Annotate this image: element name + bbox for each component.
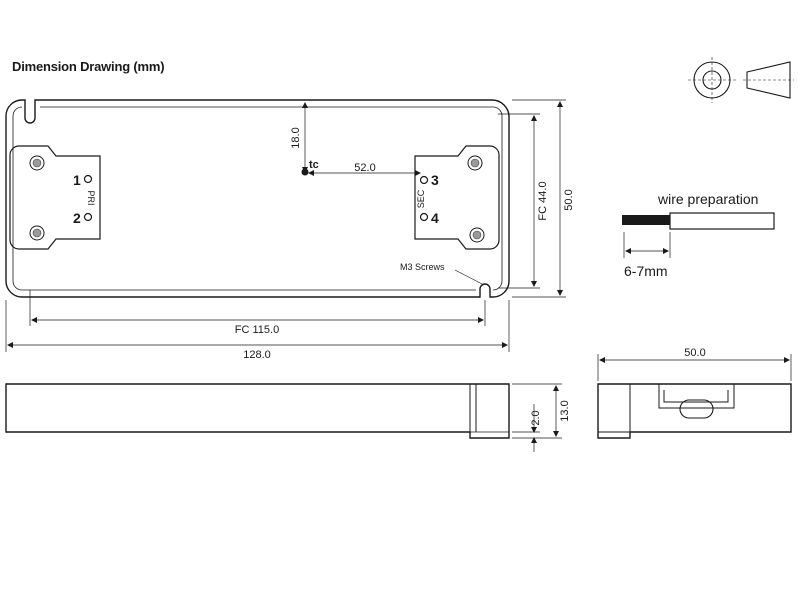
- secondary-label: SEC: [416, 189, 426, 208]
- cable-entry-icon: [679, 399, 714, 419]
- pin-2-label: 2: [73, 210, 81, 226]
- side-view-outline: [5, 383, 510, 439]
- stripped-wire-icon: [622, 215, 670, 225]
- tc-offset-y-value: 18.0: [290, 127, 302, 148]
- housing-inner-edge: [12, 106, 503, 291]
- screw-icon: [469, 227, 485, 243]
- total-width-value: 50.0: [563, 189, 575, 210]
- screw-icon: [467, 155, 483, 171]
- foot-value: 2.0: [530, 410, 542, 425]
- tc-label: tc: [309, 159, 319, 171]
- top-view: 1 2 PRI 3 4 SEC tc 18.0 52.0 M3 Screws: [5, 99, 575, 361]
- side-view: 13.0 2.0: [5, 383, 571, 452]
- screw-icon: [29, 225, 45, 241]
- fixing-length-value: FC 115.0: [235, 324, 279, 336]
- secondary-terminal-block: [414, 145, 500, 250]
- height-value: 13.0: [559, 400, 571, 421]
- page-title: Dimension Drawing (mm): [12, 59, 165, 74]
- screw-leader-line: [454, 269, 485, 286]
- pin-4-label: 4: [431, 210, 439, 226]
- primary-label: PRI: [86, 190, 96, 205]
- screw-callout-label: M3 Screws: [400, 262, 445, 272]
- fixing-width-value: FC 44.0: [537, 181, 549, 220]
- end-view-recess: [658, 384, 735, 409]
- wire-insulation-icon: [669, 212, 775, 230]
- wire-preparation: wire preparation 6-7mm: [622, 191, 775, 279]
- wire-preparation-title: wire preparation: [657, 191, 758, 207]
- end-view: 50.0: [597, 347, 792, 439]
- end-view-recess: [663, 390, 729, 403]
- primary-terminal-block: [9, 145, 101, 250]
- end-view-outline: [597, 383, 792, 439]
- terminal-hole-icon: [83, 174, 93, 184]
- strip-length-value: 6-7mm: [624, 263, 668, 279]
- total-length-value: 128.0: [243, 349, 271, 361]
- end-width-value: 50.0: [684, 347, 705, 359]
- terminal-hole-icon: [83, 212, 93, 222]
- pin-1-label: 1: [73, 172, 81, 188]
- screw-icon: [29, 155, 45, 171]
- terminal-hole-icon: [419, 212, 429, 222]
- housing-outline: [5, 99, 510, 298]
- pin-3-label: 3: [431, 172, 439, 188]
- terminal-hole-icon: [419, 175, 429, 185]
- tc-offset-x-value: 52.0: [354, 162, 375, 174]
- projection-symbol-icon: [688, 57, 794, 103]
